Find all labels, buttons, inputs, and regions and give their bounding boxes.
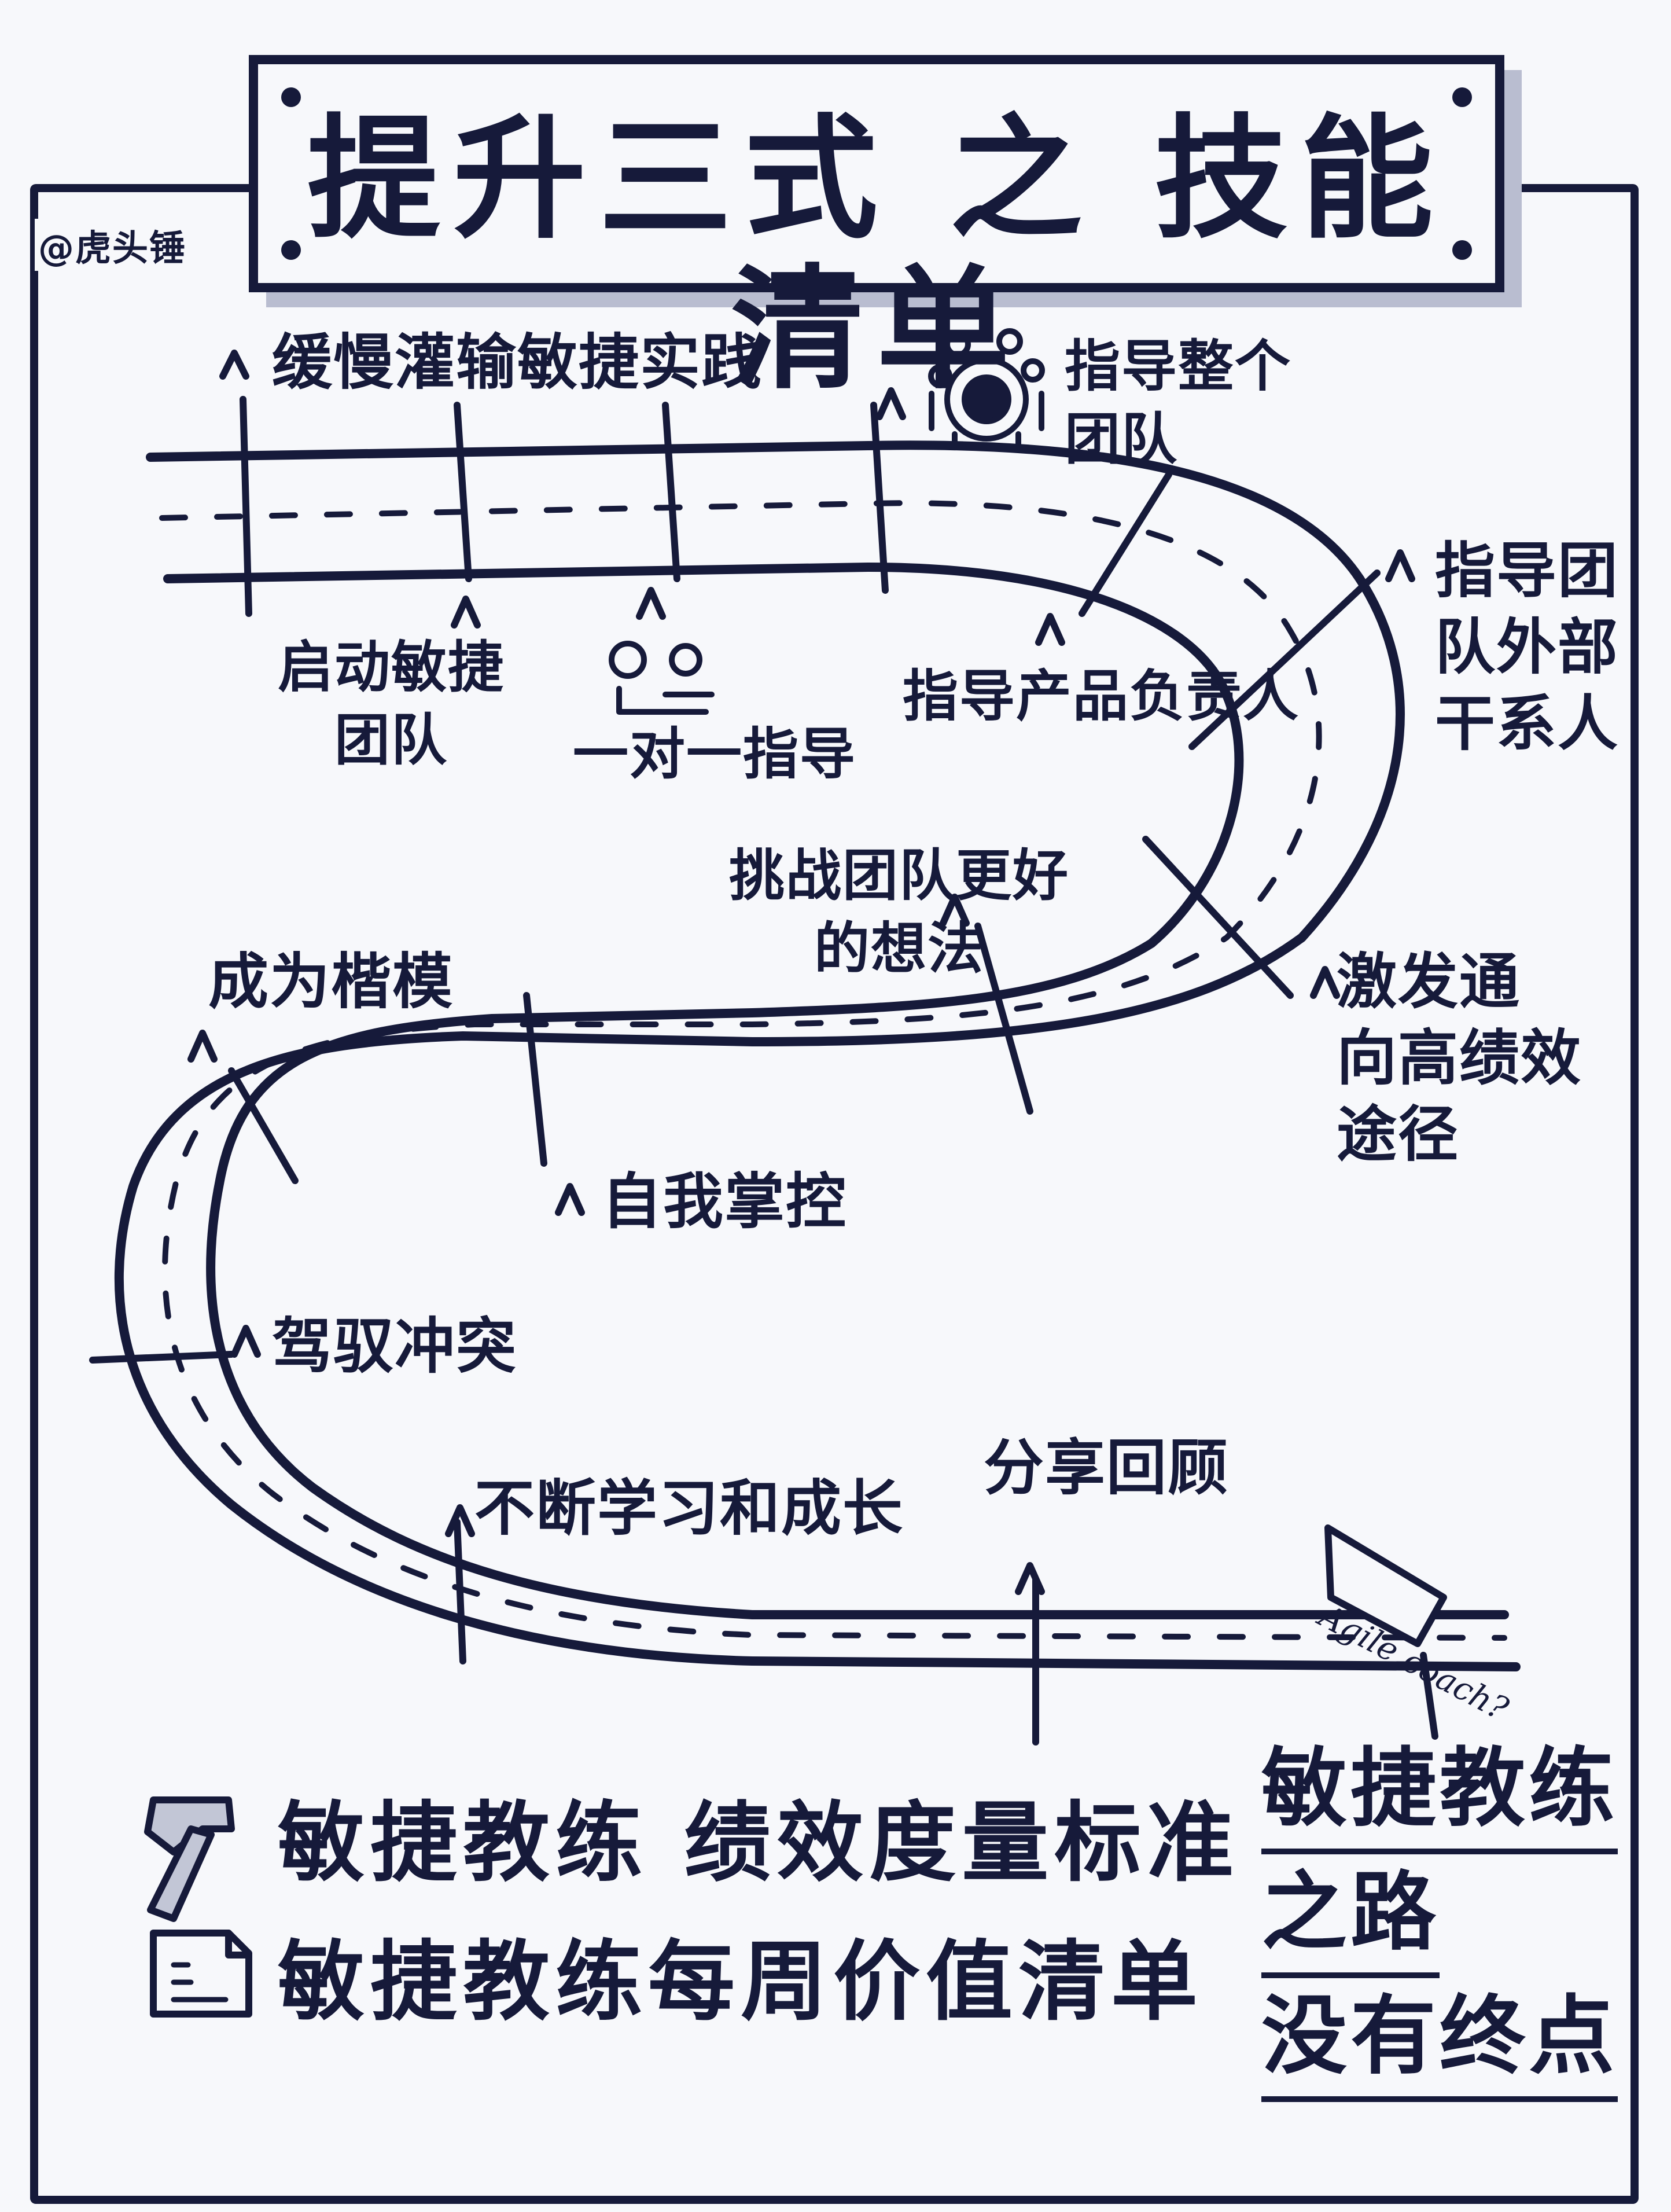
ending-line: 没有终点 <box>1261 1978 1618 2102</box>
road-tick <box>1079 471 1172 617</box>
caret-marker <box>219 350 249 380</box>
ending-line: 敏捷教练 <box>1261 1730 1618 1854</box>
milestone-label: 启动敏捷 团队 <box>278 635 505 773</box>
pin-dot <box>281 87 301 107</box>
milestone-label: 指导整个 团队 <box>1065 334 1291 472</box>
road-tick <box>662 402 680 582</box>
caret-marker <box>1385 549 1415 582</box>
caret-marker <box>555 1183 585 1216</box>
team-icon <box>928 328 1045 449</box>
page-title: 提升三式 之 技能清单 <box>307 102 1447 407</box>
caret-marker <box>445 1504 475 1537</box>
pin-dot <box>1452 87 1472 107</box>
road-tick <box>454 402 472 582</box>
road-tick <box>974 923 1033 1115</box>
caret-marker <box>940 894 970 927</box>
milestone-label: 激发通 向高绩效 途径 <box>1337 946 1582 1170</box>
road-tick <box>228 1067 299 1184</box>
caret-marker <box>636 587 666 620</box>
ending-note: 敏捷教练 之路 没有终点 <box>1261 1730 1632 2102</box>
road-tick <box>240 396 252 617</box>
caret-marker <box>876 387 906 420</box>
road-tick <box>454 1519 466 1664</box>
caret-marker <box>1015 1562 1045 1595</box>
road-edge-inner <box>163 563 1509 1619</box>
caret-marker <box>231 1325 261 1358</box>
signpost-icon <box>1324 1524 1447 1740</box>
caret-marker <box>1035 613 1065 646</box>
milestone-label: 自我掌控 <box>602 1166 848 1237</box>
title-banner: 提升三式 之 技能清单 <box>249 55 1504 406</box>
footer-item-metrics: 敏捷教练 绩效度量标准 <box>278 1793 1240 1894</box>
milestone-label: 不断学习和成长 <box>474 1473 904 1544</box>
road-tick <box>870 402 889 594</box>
road-tick <box>1142 836 1294 999</box>
pin-dot <box>1452 240 1472 260</box>
one-on-one-icon <box>609 641 715 715</box>
road-tick <box>89 1351 235 1364</box>
milestone-label: 分享回顾 <box>984 1432 1230 1503</box>
road-center-line <box>159 500 1507 1641</box>
road-tick <box>1188 569 1381 750</box>
caret-marker <box>187 1030 218 1063</box>
ending-line: 之路 <box>1261 1854 1440 1978</box>
watermark: @虎头锤 <box>35 219 190 271</box>
milestone-label: 挑战团队更好 的想法 <box>729 843 1069 981</box>
milestone-label: 缓慢灌输敏捷实践 <box>272 327 763 398</box>
milestone-label: 指导团 队外部 干系人 <box>1435 535 1620 759</box>
road-tick <box>523 992 547 1167</box>
pin-dot <box>281 240 301 260</box>
milestone-label: 指导产品负责人 <box>903 664 1300 729</box>
caret-marker <box>451 596 481 629</box>
road-edge-outer <box>114 440 1521 1671</box>
caret-marker <box>1310 966 1340 999</box>
hammer-icon <box>144 1796 235 1922</box>
document-icon <box>150 1930 252 2018</box>
milestone-label: 驾驭冲突 <box>272 1311 518 1381</box>
milestone-label: 成为楷模 <box>208 946 454 1017</box>
milestone-label: 一对一指导 <box>573 722 856 787</box>
footer-item-value-list: 敏捷教练每周价值清单 <box>278 1932 1204 2033</box>
